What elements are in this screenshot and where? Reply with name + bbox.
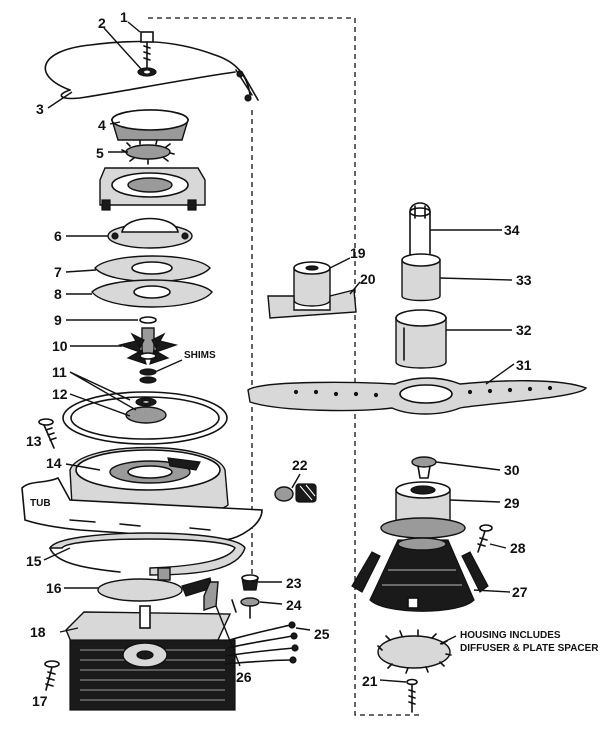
shims-stack	[139, 368, 157, 384]
tub-label: TUB	[30, 498, 51, 509]
part-24-screw	[231, 597, 260, 619]
callout-18: 18	[30, 624, 46, 640]
callout-25: 25	[314, 626, 330, 642]
callout-11: 11	[52, 364, 67, 380]
diffuser-plate	[377, 629, 452, 674]
callout-12: 12	[52, 386, 68, 402]
part-10-impeller	[117, 327, 179, 365]
part-5-gear	[121, 139, 175, 165]
callout-24: 24	[286, 597, 302, 613]
callout-7: 7	[54, 264, 62, 280]
part-28-screw	[477, 524, 493, 553]
part-23-cap	[241, 574, 259, 591]
callout-4: 4	[98, 117, 106, 133]
callout-5: 5	[96, 145, 104, 161]
leader-lines	[43, 21, 515, 683]
callout-34: 34	[504, 222, 520, 238]
callout-29: 29	[504, 495, 520, 511]
part-17-screw	[44, 660, 60, 691]
part-34-tube	[409, 202, 431, 259]
part-27-housing	[351, 537, 489, 612]
part-13-screw	[38, 418, 57, 449]
callout-10: 10	[52, 338, 68, 354]
part-21-screw	[406, 678, 418, 713]
part-29-coupling	[380, 481, 466, 539]
part-30-nut	[411, 456, 437, 479]
callout-23: 23	[286, 575, 302, 591]
assembly-path-line	[148, 17, 420, 716]
part-15-gasket-ring	[48, 532, 246, 576]
callout-31: 31	[516, 357, 532, 373]
part-8-gasket	[91, 279, 213, 308]
part-11-12-seal-ring	[62, 391, 228, 445]
callout-labels: 1 2 3 4 5 6 7 8 9 10 11 12 13 14 15 16 1…	[26, 9, 599, 709]
part-4-cover	[111, 109, 189, 141]
callout-15: 15	[26, 553, 42, 569]
callout-30: 30	[504, 462, 520, 478]
callout-2: 2	[98, 15, 106, 31]
part-16-disc	[97, 567, 213, 602]
callout-33: 33	[516, 272, 532, 288]
callout-6: 6	[54, 228, 62, 244]
part-6-seal-dome	[107, 217, 193, 249]
housing-note-line-2: DIFFUSER & PLATE SPACER	[460, 643, 599, 654]
housing-note-line-1: HOUSING INCLUDES	[460, 630, 561, 641]
part-31-spray-arm	[247, 377, 588, 415]
callout-9: 9	[54, 312, 62, 328]
part-33-tube	[401, 253, 441, 302]
callout-20: 20	[360, 271, 376, 287]
part-7-gasket	[94, 255, 211, 283]
callout-14: 14	[46, 455, 62, 471]
callout-21: 21	[362, 673, 378, 689]
callout-32: 32	[516, 322, 532, 338]
callout-19: 19	[350, 245, 366, 261]
tub-section	[21, 476, 263, 541]
part-upper-housing	[99, 167, 206, 211]
callout-16: 16	[46, 580, 62, 596]
callout-8: 8	[54, 286, 62, 302]
part-9-o-ring	[139, 316, 157, 324]
part-1-bolt	[140, 31, 154, 69]
part-14-pump-base	[69, 446, 229, 517]
callout-17: 17	[32, 693, 48, 709]
part-18-motor	[65, 605, 236, 711]
callout-26: 26	[236, 669, 252, 685]
callout-27: 27	[512, 584, 528, 600]
part-19-bearing	[293, 261, 331, 307]
callout-22: 22	[292, 457, 308, 473]
part-3-wire-harness	[44, 40, 259, 102]
callout-1: 1	[120, 9, 128, 25]
part-20-bracket	[267, 289, 357, 319]
part-26-clip	[203, 581, 219, 611]
part-25-wire-leads	[223, 621, 299, 665]
part-22-strainer	[274, 483, 317, 503]
part-2-washer	[137, 67, 157, 77]
shims-label: SHIMS	[184, 350, 216, 361]
part-32-tube	[395, 309, 447, 369]
callout-28: 28	[510, 540, 526, 556]
callout-13: 13	[26, 433, 42, 449]
callout-3: 3	[36, 101, 44, 117]
